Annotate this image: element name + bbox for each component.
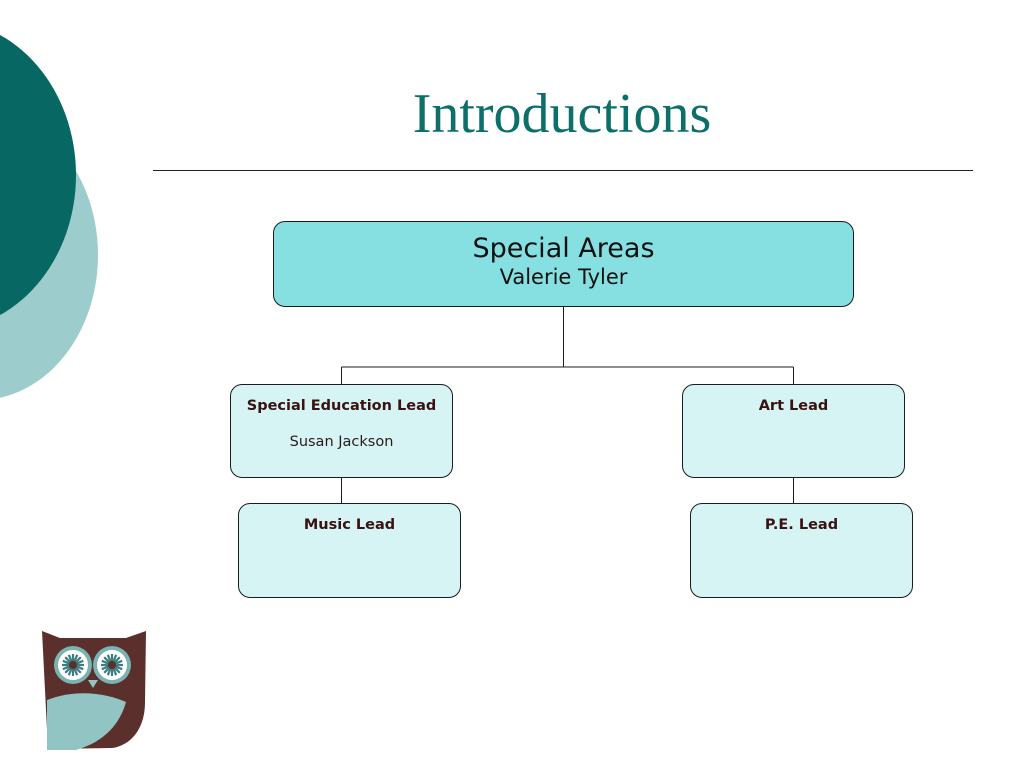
org-node-title: Music Lead: [303, 517, 396, 533]
org-node-special-education-lead: Special Education Lead Susan Jackson: [230, 384, 453, 478]
owl-right-eye: [93, 646, 131, 684]
owl-left-eye: [54, 646, 92, 684]
owl-beak: [88, 680, 98, 688]
org-node-special-areas: Special Areas Valerie Tyler: [273, 221, 854, 307]
org-node-pe-lead: P.E. Lead: [690, 503, 913, 598]
org-node-title: P.E. Lead: [764, 517, 839, 533]
org-node-title: Special Education Lead: [246, 398, 437, 414]
org-node-music-lead: Music Lead: [238, 503, 461, 598]
org-node-title: Art Lead: [758, 398, 829, 414]
owl-logo-icon: [42, 631, 146, 750]
org-node-art-lead: Art Lead: [682, 384, 905, 478]
org-node-title: Special Areas: [472, 233, 655, 264]
org-node-name: Susan Jackson: [289, 434, 394, 450]
org-node-name: Valerie Tyler: [499, 265, 628, 289]
owl-belly: [47, 693, 126, 750]
title-divider: [153, 170, 973, 171]
slide-title: Introductions: [412, 83, 712, 145]
